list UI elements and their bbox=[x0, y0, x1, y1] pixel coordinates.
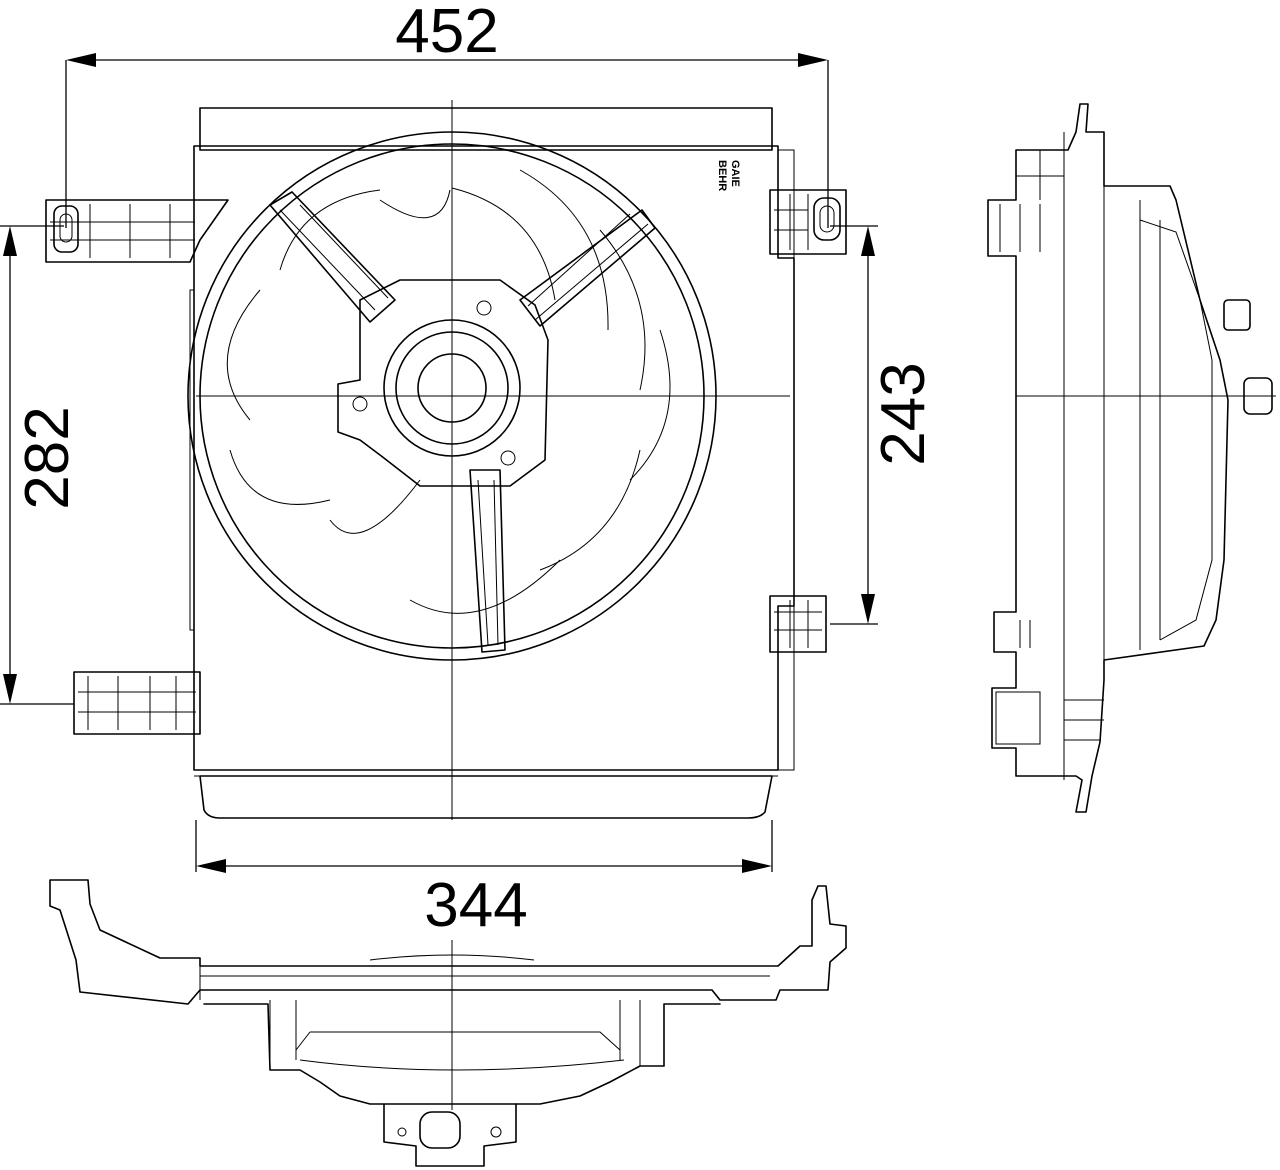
stamp-line-1: GAIE bbox=[729, 160, 741, 187]
dimension-frame-width: 344 bbox=[195, 820, 773, 940]
motor-spokes bbox=[269, 191, 656, 653]
frame-top-plate bbox=[199, 107, 773, 151]
fan-blades bbox=[226, 169, 671, 614]
frame-bottom-plate bbox=[199, 775, 773, 819]
dim-452-label: 452 bbox=[395, 0, 498, 66]
bracket-top-right bbox=[769, 189, 847, 255]
fan-shroud-frame bbox=[193, 145, 795, 771]
dimension-overall-width: 452 bbox=[65, 0, 829, 228]
motor-hub bbox=[337, 279, 549, 487]
bottom-view bbox=[49, 879, 847, 1167]
dim-344-label: 344 bbox=[424, 871, 527, 940]
front-view: GAIE BEHR bbox=[45, 100, 847, 820]
dimension-mount-height: 243 bbox=[830, 225, 938, 625]
bracket-left-lower bbox=[73, 671, 201, 735]
manufacturer-stamp: GAIE BEHR bbox=[716, 160, 741, 191]
bracket-right-lower bbox=[769, 595, 827, 653]
dim-282-label: 282 bbox=[13, 406, 82, 509]
bracket-top-left bbox=[45, 199, 229, 263]
side-view bbox=[987, 103, 1276, 813]
stamp-line-2: BEHR bbox=[716, 160, 728, 191]
dim-243-label: 243 bbox=[869, 362, 938, 465]
dimension-overall-height: 282 bbox=[0, 225, 82, 705]
